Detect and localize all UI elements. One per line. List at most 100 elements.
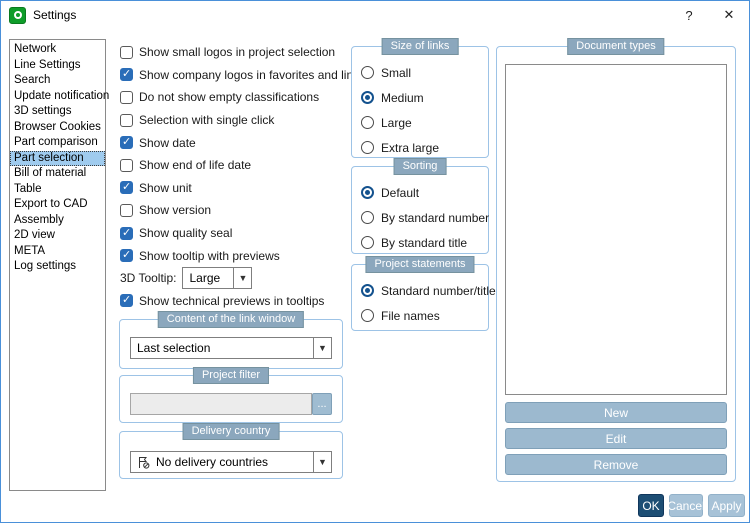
link-window-group: Content of the link window Last selectio… (119, 311, 343, 369)
sidebar-item-search[interactable]: Search (14, 74, 51, 86)
chevron-down-icon[interactable]: ▼ (233, 268, 251, 289)
document-types-list[interactable] (505, 64, 727, 395)
option-show-company-logos[interactable]: Show company logos in favorites and link… (120, 64, 365, 87)
checkbox-label: Show date (139, 135, 196, 150)
radio-button[interactable] (361, 141, 374, 154)
radio-label: Extra large (381, 140, 440, 155)
radio-size-extra-large[interactable]: Extra large (361, 135, 484, 160)
checkbox-label: Show company logos in favorites and link… (139, 67, 366, 82)
chevron-down-icon[interactable]: ▼ (313, 452, 331, 472)
checkbox-label: Do not show empty classifications (139, 90, 320, 105)
radio-label: By standard number (381, 210, 490, 225)
sidebar-item-assembly[interactable]: Assembly (14, 213, 64, 226)
close-button[interactable]: ✕ (723, 7, 735, 22)
option-hide-empty-classifications[interactable]: Do not show empty classifications (120, 86, 350, 109)
3d-tooltip-dropdown[interactable]: Large ▼ (182, 267, 253, 290)
checkbox[interactable] (120, 136, 133, 150)
radio-button[interactable] (361, 116, 374, 129)
project-filter-input[interactable] (130, 393, 312, 415)
radio-button[interactable] (361, 186, 374, 199)
radio-size-medium[interactable]: Medium (361, 85, 484, 110)
sidebar-item-line-settings[interactable]: Line Settings (14, 58, 81, 71)
option-show-version[interactable]: Show version (120, 199, 350, 222)
size-of-links-group-title: Size of links (381, 38, 459, 55)
checkbox[interactable] (120, 45, 133, 59)
size-of-links-group: Size of links Small Medium Large Extra l… (351, 38, 489, 160)
checkbox-label: Show version (139, 203, 212, 218)
option-show-unit[interactable]: Show unit (120, 177, 350, 200)
settings-category-list: Network Line Settings Search Update noti… (9, 39, 110, 491)
radio-button[interactable] (361, 211, 374, 224)
radio-sort-standard-number[interactable]: By standard number (361, 205, 489, 230)
radio-button[interactable] (361, 309, 374, 322)
sidebar-item-part-selection[interactable]: Part selection (10, 150, 105, 166)
radio-sort-standard-title[interactable]: By standard title (361, 230, 484, 255)
checkbox[interactable] (120, 249, 133, 263)
project-filter-browse-button[interactable]: ... (312, 393, 332, 415)
project-statements-group-title: Project statements (365, 256, 475, 273)
radio-size-small[interactable]: Small (361, 60, 484, 85)
checkbox[interactable] (120, 158, 133, 172)
app-logo-ring (13, 11, 22, 19)
edit-button[interactable]: Edit (505, 428, 727, 449)
option-show-small-logos[interactable]: Show small logos in project selection (120, 41, 350, 64)
option-show-technical-previews[interactable]: Show technical previews in tooltips (120, 290, 350, 313)
option-show-end-of-life-date[interactable]: Show end of life date (120, 154, 350, 177)
option-show-date[interactable]: Show date (120, 131, 350, 154)
help-button[interactable]: ? (685, 7, 693, 23)
sidebar-item-network[interactable]: Network (14, 43, 57, 55)
link-window-dropdown[interactable]: Last selection ▼ (130, 337, 332, 359)
delivery-country-dropdown[interactable]: No delivery countries ▼ (130, 451, 332, 473)
sidebar-item-meta[interactable]: META (14, 244, 46, 257)
sidebar-item-browser-cookies[interactable]: Browser Cookies (14, 120, 101, 133)
radio-sort-default[interactable]: Default (361, 180, 484, 205)
delivery-country-value-wrap: No delivery countries (131, 452, 313, 472)
radio-label: Default (381, 185, 420, 200)
option-single-click-selection[interactable]: Selection with single click (120, 109, 350, 132)
checkbox[interactable] (120, 181, 133, 195)
radio-file-names[interactable]: File names (361, 303, 484, 328)
radio-label: Large (381, 115, 412, 130)
option-show-tooltip-previews[interactable]: Show tooltip with previews (120, 244, 350, 267)
checkbox[interactable] (120, 90, 133, 104)
ok-button[interactable]: OK (638, 494, 664, 517)
sidebar-item-2d-view[interactable]: 2D view (14, 229, 55, 241)
sidebar-item-update-notification[interactable]: Update notification (14, 89, 110, 102)
cancel-button[interactable]: Cancel (667, 494, 705, 517)
window-title: Settings (33, 8, 77, 22)
radio-standard-number-title[interactable]: Standard number/title (361, 278, 496, 303)
option-show-quality-seal[interactable]: Show quality seal (120, 222, 350, 245)
radio-size-large[interactable]: Large (361, 110, 484, 135)
radio-button[interactable] (361, 284, 374, 297)
chevron-down-icon[interactable]: ▼ (313, 338, 331, 358)
sidebar-item-bill-of-material[interactable]: Bill of material (14, 167, 87, 179)
checkbox[interactable] (120, 203, 133, 217)
checkbox-label: Show quality seal (139, 226, 233, 241)
checkbox-label: Selection with single click (139, 113, 275, 128)
checkbox[interactable] (120, 294, 133, 308)
new-button[interactable]: New (505, 402, 727, 423)
radio-button[interactable] (361, 236, 374, 249)
radio-label: Medium (381, 90, 424, 105)
radio-label: By standard title (381, 235, 468, 250)
apply-button[interactable]: Apply (708, 494, 745, 517)
3d-tooltip-row: 3D Tooltip: Large ▼ (120, 267, 350, 290)
sidebar-item-table[interactable]: Table (14, 182, 42, 195)
radio-button[interactable] (361, 91, 374, 104)
radio-label: File names (381, 308, 440, 323)
checkbox-label: Show unit (139, 180, 192, 195)
sidebar-item-export-to-cad[interactable]: Export to CAD (14, 198, 88, 210)
sidebar-item-part-comparison[interactable]: Part comparison (14, 136, 98, 148)
radio-button[interactable] (361, 66, 374, 79)
checkbox[interactable] (120, 68, 133, 82)
sidebar-item-3d-settings[interactable]: 3D settings (14, 105, 72, 117)
document-types-group: Document types New Edit Remove (496, 38, 736, 482)
title-bar: Settings ? ✕ (1, 1, 749, 29)
remove-button[interactable]: Remove (505, 454, 727, 475)
checkbox[interactable] (120, 226, 133, 240)
delivery-country-group: Delivery country No delivery countries ▼ (119, 423, 343, 479)
app-logo-icon (9, 6, 26, 24)
sidebar-item-log-settings[interactable]: Log settings (14, 260, 77, 272)
checkbox[interactable] (120, 113, 133, 127)
